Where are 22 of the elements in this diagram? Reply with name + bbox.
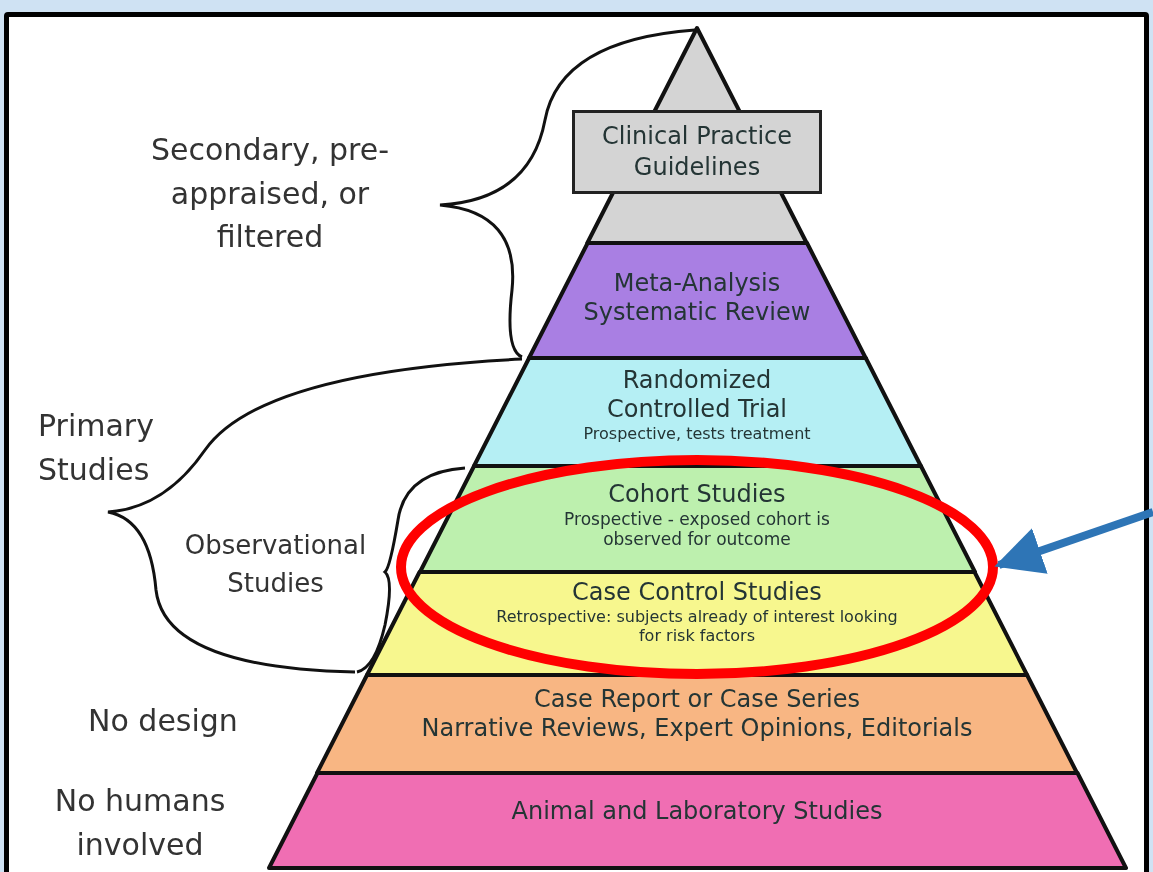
tier-description: Narrative Reviews, Expert Opinions, Editorials — [420, 713, 974, 743]
pyramid-tier — [528, 243, 866, 358]
category-label: Primary Studies — [38, 407, 155, 489]
tier-title: Cohort Studies — [607, 480, 787, 509]
category-label: Secondary, pre-appraised, or filtered — [150, 131, 390, 256]
category-label: No design — [88, 702, 239, 740]
tier-title: Case Control Studies — [571, 578, 823, 607]
category-label: Observational Studies — [183, 529, 368, 600]
tier-description: Prospective, tests treatment — [582, 423, 812, 443]
tier-title: Randomized Controlled Trial — [605, 366, 789, 424]
highlight-ellipse — [395, 454, 999, 680]
guideline-box — [572, 110, 822, 194]
box-title: Clinical Practice Guidelines — [601, 120, 793, 183]
pyramid-tier — [316, 675, 1077, 773]
pyramid-tier — [268, 773, 1126, 868]
tier-title: Meta-Analysis Systematic Review — [582, 269, 812, 327]
tier-description: Retrospective: subjects already of interest looking for risk factors — [495, 606, 899, 646]
category-label: No humans involved — [53, 782, 227, 864]
arrow — [994, 508, 1153, 574]
tier-description: Prospective - exposed cohort is observed for outcome — [563, 508, 831, 550]
tier-title: Animal and Laboratory Studies — [510, 797, 884, 826]
tier-title: Case Report or Case Series — [533, 685, 861, 714]
